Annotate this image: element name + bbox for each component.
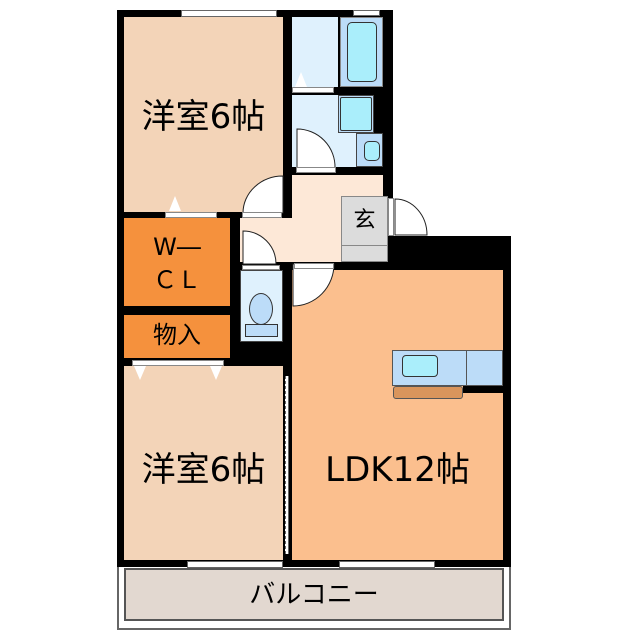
door-marker-icon	[134, 366, 146, 380]
front-door-opening	[388, 198, 394, 236]
western-room-1-label: 洋室6帖	[141, 97, 266, 137]
walk-in-closet-label-line1: W―	[153, 233, 201, 261]
western-room-1-door	[242, 212, 282, 218]
entrance-label: 玄	[353, 208, 376, 233]
walk-in-closet	[124, 218, 230, 306]
balcony-label: バルコニー	[249, 580, 379, 610]
kitchen-black-wall	[463, 386, 503, 393]
toilet-tank	[245, 324, 278, 337]
kitchen-sink	[402, 355, 438, 377]
walk-in-closet-label-line2: ＣＬ	[153, 266, 201, 294]
walk-in-closet-door-swing	[242, 230, 277, 265]
ldk-door-swing	[292, 263, 335, 307]
washroom-black-column	[374, 95, 383, 133]
storage-label: 物入	[153, 321, 201, 349]
washroom-door-swing	[296, 128, 336, 169]
entrance-step-line	[341, 245, 388, 246]
window-western-room-2	[187, 561, 283, 568]
vanity-sink	[364, 141, 380, 161]
ldk	[292, 270, 503, 560]
kitchen-cabinet	[393, 386, 463, 399]
storage-sliding-door	[132, 360, 224, 366]
ldk-label: LDK12帖	[325, 450, 470, 490]
window-bathroom	[353, 10, 380, 16]
sliding-door-western-room-1	[165, 212, 217, 218]
western-room-2-label: 洋室6帖	[141, 450, 266, 490]
balcony	[124, 568, 504, 621]
washroom-door	[296, 167, 336, 173]
western-room-1	[124, 17, 283, 212]
kitchen-counter-divider	[466, 350, 467, 386]
storage	[124, 315, 230, 358]
western-room-1-door-swing	[242, 175, 284, 214]
door-marker-icon	[210, 366, 222, 380]
entrance	[341, 196, 388, 262]
sliding-partition	[285, 376, 289, 554]
bathtub	[347, 22, 377, 82]
western-room-2	[124, 366, 283, 560]
front-door-swing	[394, 198, 428, 236]
bathroom-door	[292, 87, 334, 93]
door-marker-icon	[169, 196, 181, 211]
toilet-door	[242, 265, 280, 270]
toilet-bowl	[249, 293, 273, 325]
washing-machine	[340, 97, 372, 131]
window-western-room-1	[181, 10, 277, 17]
window-ldk	[339, 561, 435, 568]
door-marker-icon	[295, 72, 307, 87]
ldk-door	[294, 263, 334, 269]
